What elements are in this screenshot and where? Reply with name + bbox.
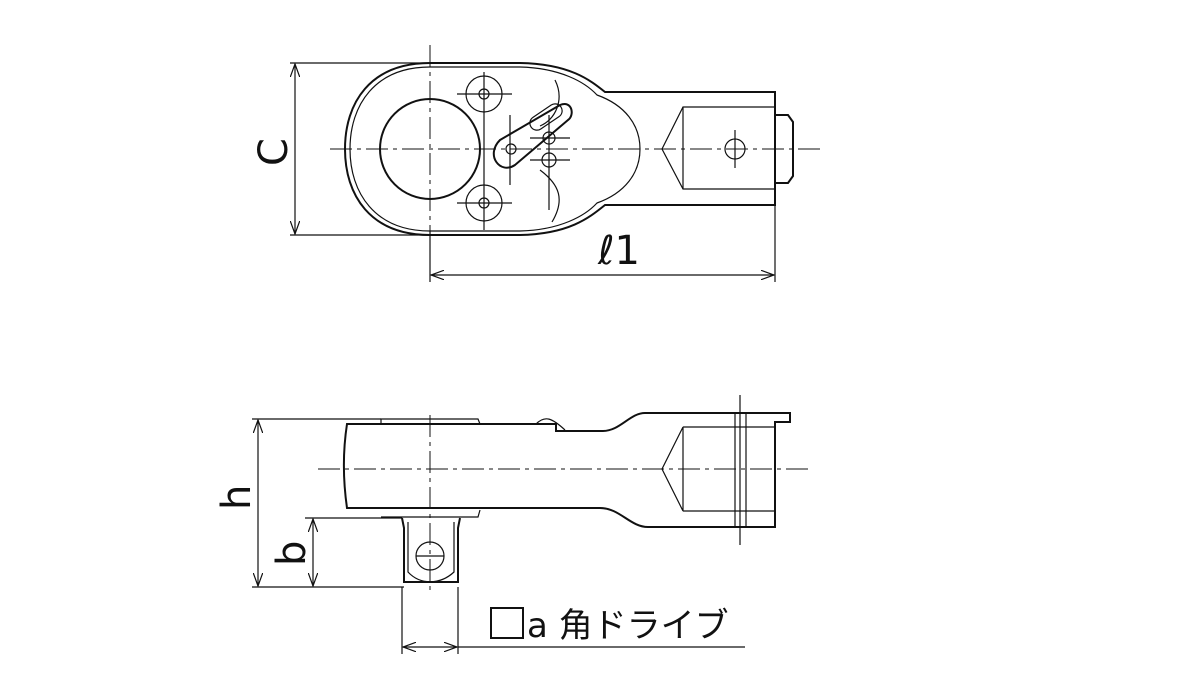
head-inner-outline — [349, 66, 641, 232]
square-symbol-icon — [490, 607, 524, 639]
lever-tab — [535, 418, 566, 431]
side-body-outline — [343, 412, 791, 528]
label-b: b — [269, 541, 315, 566]
pawl-cavity — [539, 79, 560, 223]
label-c: C — [251, 138, 297, 166]
square-drive-socket — [661, 106, 776, 190]
label-h: h — [214, 485, 260, 510]
side-drive-socket — [661, 426, 775, 512]
switch-lever — [492, 103, 573, 169]
square-drive-tab — [401, 517, 461, 583]
drive-socket-circle — [379, 98, 481, 200]
label-a-drive: a 角ドライブ — [527, 606, 729, 646]
release-button — [775, 114, 794, 184]
top-view: C ℓ1 — [251, 45, 820, 282]
lever-slot — [529, 103, 563, 131]
label-l1: ℓ1 — [597, 228, 640, 274]
side-view: h b a 角ドライブ — [214, 395, 810, 654]
